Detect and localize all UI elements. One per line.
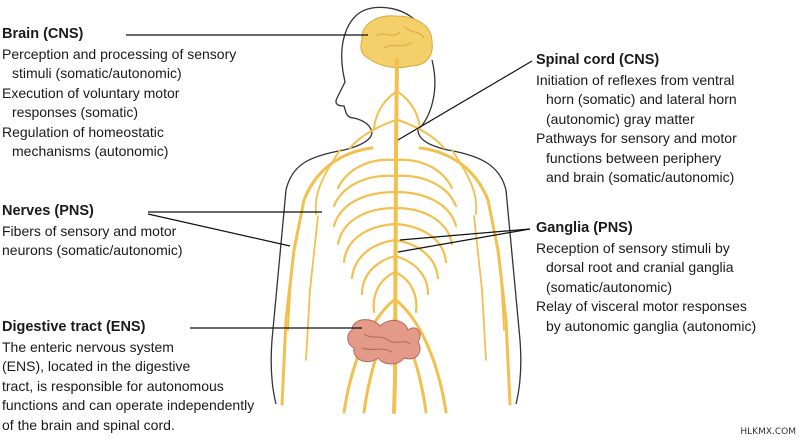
spinal-line: Pathways for sensory and motor [536,130,737,146]
digestive-line: tract, is responsible for autonomous [2,377,224,394]
brain-line: Execution of voluntary motor [2,84,180,101]
spinal-label: Spinal cord (CNS) Initiation of reflexes… [536,51,737,188]
ganglia-heading: Ganglia (PNS) [536,220,633,236]
digestive-line: (ENS), located in the digestive [2,358,191,374]
spinal-line: horn (somatic) and lateral horn [546,91,737,107]
digestive-line: functions and can operate independently [2,397,255,413]
brain-line: mechanisms (autonomic) [12,143,169,159]
body-outline [270,6,522,405]
digestive-line: The enteric nervous system [2,338,174,355]
spinal-heading: Spinal cord (CNS) [536,52,660,68]
nerves-heading: Nerves (PNS) [2,203,94,219]
leader-ganglia-upper [399,228,531,241]
brain-label: Brain (CNS) Perception and processing of… [2,25,236,162]
ganglia-line: Reception of sensory stimuli by [536,239,730,256]
ganglia-line: (somatic/autonomic) [546,278,673,295]
ganglia-line: by autonomic ganglia (autonomic) [546,317,757,334]
spinal-line: (autonomic) gray matter [546,110,695,127]
ganglia-line: dorsal root and cranial ganglia [546,259,734,275]
brain-line: Regulation of homeostatic [2,123,164,140]
leader-ganglia-lower [397,228,531,253]
intestine-shape [347,319,421,365]
ganglia-label: Ganglia (PNS) Reception of sensory stimu… [536,219,756,336]
spinal-line: Initiation of reflexes from ventral [536,71,735,88]
brain-line: responses (somatic) [12,104,139,120]
spinal-line: and brain (somatic/autonomic) [546,169,735,185]
leader-nerves-lower [147,213,291,247]
brain-line: Perception and processing of sensory [2,45,237,62]
digestive-line: of the brain and spinal cord. [2,416,175,433]
ganglia-line: Relay of visceral motor responses [536,298,747,314]
nerves-line: Fibers of sensory and motor [2,222,177,239]
digestive-label: Digestive tract (ENS) The enteric nervou… [2,318,254,435]
digestive-heading: Digestive tract (ENS) [2,319,146,335]
brain-line: stimuli (somatic/autonomic) [12,65,182,81]
brain-shape [360,15,433,69]
nerves-line: neurons (somatic/autonomic) [2,242,183,258]
spinal-line: functions between periphery [546,149,722,166]
leader-spinal [397,60,533,141]
leader-lines [126,34,533,329]
brain-heading: Brain (CNS) [2,26,84,42]
nerves-label: Nerves (PNS) Fibers of sensory and motor… [2,202,183,261]
watermark: HLKMX.COM [740,427,796,437]
